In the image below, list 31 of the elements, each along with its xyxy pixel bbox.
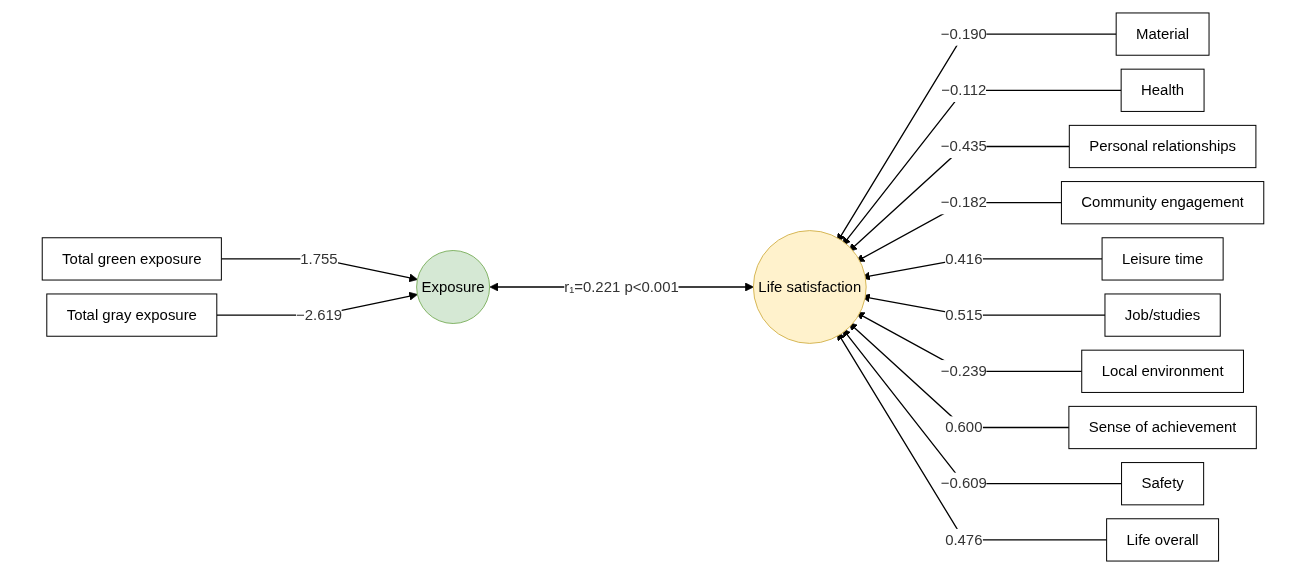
edge-label: −0.190 xyxy=(940,24,987,42)
edge-label: 0.600 xyxy=(945,418,983,436)
node-box: Local environment xyxy=(1081,349,1244,393)
arrow xyxy=(848,322,1070,429)
edge-label: −0.182 xyxy=(940,193,987,211)
edge-label: 0.416 xyxy=(945,249,983,267)
arrow xyxy=(841,89,1122,246)
node-box: Community engagement xyxy=(1060,181,1265,225)
edge-label: −0.239 xyxy=(940,362,987,380)
node-box: Life overall xyxy=(1106,518,1220,562)
edge-label: −0.609 xyxy=(940,474,987,492)
node-circle: Life satisfaction xyxy=(752,230,867,344)
arrow xyxy=(841,328,1123,485)
edge-label: −2.619 xyxy=(295,305,343,323)
edge-label: 0.515 xyxy=(945,305,983,323)
node-box: Personal relationships xyxy=(1068,124,1257,169)
edge-label: 0.476 xyxy=(945,530,983,548)
node-circle: Exposure xyxy=(416,250,491,324)
arrow xyxy=(848,145,1070,252)
node-box: Total green exposure xyxy=(41,237,222,281)
node-box: Total gray exposure xyxy=(46,293,218,337)
node-box: Safety xyxy=(1121,462,1205,506)
node-box: Health xyxy=(1120,68,1205,112)
edge-label: −0.112 xyxy=(941,81,987,99)
edge-label: r₁=0.221 p<0.001 xyxy=(564,277,679,295)
node-box: Sense of achievement xyxy=(1068,405,1257,450)
node-box: Leisure time xyxy=(1101,237,1224,281)
node-box: Material xyxy=(1115,12,1210,56)
node-box: Job/studies xyxy=(1104,293,1221,337)
edge-label: −0.435 xyxy=(940,137,987,155)
edge-label: 1.755 xyxy=(300,249,338,267)
